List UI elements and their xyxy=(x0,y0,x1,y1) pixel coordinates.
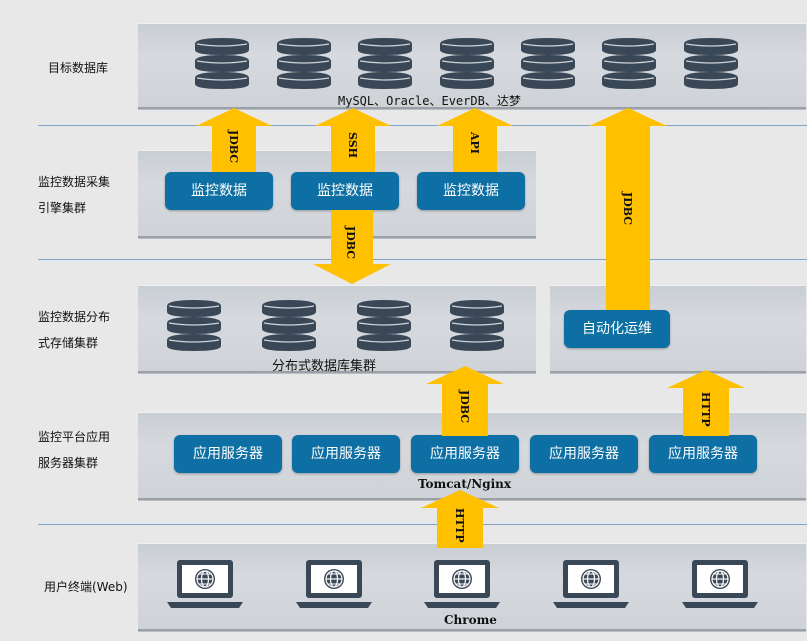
app-server-box: 应用服务器 xyxy=(411,435,519,473)
layer-label-line: 监控数据分布 xyxy=(38,310,111,324)
database-icon xyxy=(358,38,412,89)
laptop-icon xyxy=(424,560,500,608)
monitor-data-box: 监控数据 xyxy=(291,172,399,210)
layer-label-app: 监控平台应用 服务器集群 xyxy=(38,424,110,476)
app-server-box: 应用服务器 xyxy=(292,435,400,473)
arrow-label: HTTP xyxy=(453,508,466,543)
database-icon xyxy=(440,38,494,89)
database-icon xyxy=(262,300,316,351)
layer-separator xyxy=(38,259,807,260)
layer-label-user: 用户终端(Web) xyxy=(44,580,128,594)
laptop-icon xyxy=(553,560,629,608)
layer-label-line: 监控平台应用 xyxy=(38,430,111,444)
arrow-down-jdbc xyxy=(313,210,391,284)
db-types-caption: MySQL、Oracle、EverDB、达梦 xyxy=(338,94,521,108)
distributed-db-caption: 分布式数据库集群 xyxy=(272,359,377,374)
layer-label-collector: 监控数据采集 引擎集群 xyxy=(38,169,110,221)
arrow-up-jdbc-tall xyxy=(589,108,667,310)
tomcat-caption: Tomcat/Nginx xyxy=(418,477,512,491)
layer-label-target-db: 目标数据库 xyxy=(48,61,109,75)
database-icon xyxy=(195,38,249,89)
arrow-label: JDBC xyxy=(621,192,634,225)
arrow-up-jdbc xyxy=(196,108,272,172)
arrow-up-api xyxy=(437,108,513,172)
layer-label-line: 引擎集群 xyxy=(38,201,87,215)
database-icon xyxy=(450,300,504,351)
layer-label-storage: 监控数据分布 式存储集群 xyxy=(38,304,110,356)
layer-label-line: 式存储集群 xyxy=(38,336,99,350)
laptop-icon xyxy=(296,560,372,608)
chrome-caption: Chrome xyxy=(444,613,497,627)
laptop-icon xyxy=(682,560,758,608)
arrow-label: SSH xyxy=(346,132,359,159)
app-server-box: 应用服务器 xyxy=(174,435,282,473)
arrow-label: JDBC xyxy=(227,130,240,163)
arrow-up-http-user xyxy=(421,490,499,548)
app-server-box: 应用服务器 xyxy=(649,435,757,473)
arrow-up-ssh xyxy=(315,108,391,172)
auto-ops-box: 自动化运维 xyxy=(564,310,670,348)
database-icon xyxy=(277,38,331,89)
monitor-data-box: 监控数据 xyxy=(417,172,525,210)
arrow-label: JDBC xyxy=(458,390,471,423)
laptop-icon xyxy=(167,560,243,608)
arrow-label: API xyxy=(468,132,481,154)
database-icon xyxy=(602,38,656,89)
layer-label-line: 监控数据采集 xyxy=(38,175,111,189)
layer-separator xyxy=(38,125,807,126)
layer-label-line: 服务器集群 xyxy=(38,456,99,470)
layer-separator xyxy=(38,524,807,525)
arrow-label: HTTP xyxy=(699,392,712,427)
database-icon xyxy=(684,38,738,89)
app-server-box: 应用服务器 xyxy=(530,435,638,473)
database-icon xyxy=(521,38,575,89)
arrow-label: JDBC xyxy=(344,226,357,259)
database-icon xyxy=(167,300,221,351)
database-icon xyxy=(357,300,411,351)
monitor-data-box: 监控数据 xyxy=(165,172,273,210)
arrow-up-http-ops xyxy=(667,370,745,436)
arrow-up-jdbc-app xyxy=(426,366,504,436)
